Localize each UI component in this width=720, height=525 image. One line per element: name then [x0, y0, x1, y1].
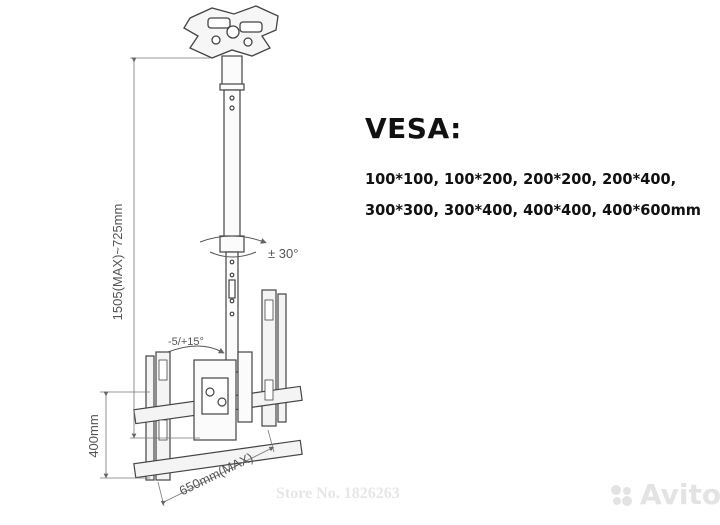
tv-bracket: [133, 289, 303, 481]
rail-slots: [158, 299, 274, 441]
avito-watermark: Avito: [608, 478, 720, 511]
panel-width-dimension: [157, 429, 275, 507]
ceiling-plate: [183, 5, 279, 59]
vesa-title: VESA:: [365, 112, 462, 145]
height-label: 1505(MAX)~725mm: [110, 204, 125, 321]
avito-logo-icon: [611, 484, 632, 506]
tilt-label: -5/+15°: [168, 336, 204, 348]
vesa-sizes-line-1: 100*100, 100*200, 200*200, 200*400,: [365, 170, 677, 188]
panel-height-dimension: [100, 391, 150, 479]
store-watermark: Store No. 1826263: [276, 485, 400, 502]
rotation-arc: [199, 235, 267, 258]
tilt-arc: [167, 345, 225, 354]
rotation-label: ± 30°: [268, 246, 298, 261]
pole: [219, 55, 245, 373]
avito-brand-text: Avito: [640, 478, 720, 511]
height-dimension: [130, 57, 210, 439]
panel-height-label: 400mm: [86, 414, 101, 457]
vesa-sizes-line-2: 300*300, 300*400, 400*400, 400*600mm: [365, 201, 701, 219]
